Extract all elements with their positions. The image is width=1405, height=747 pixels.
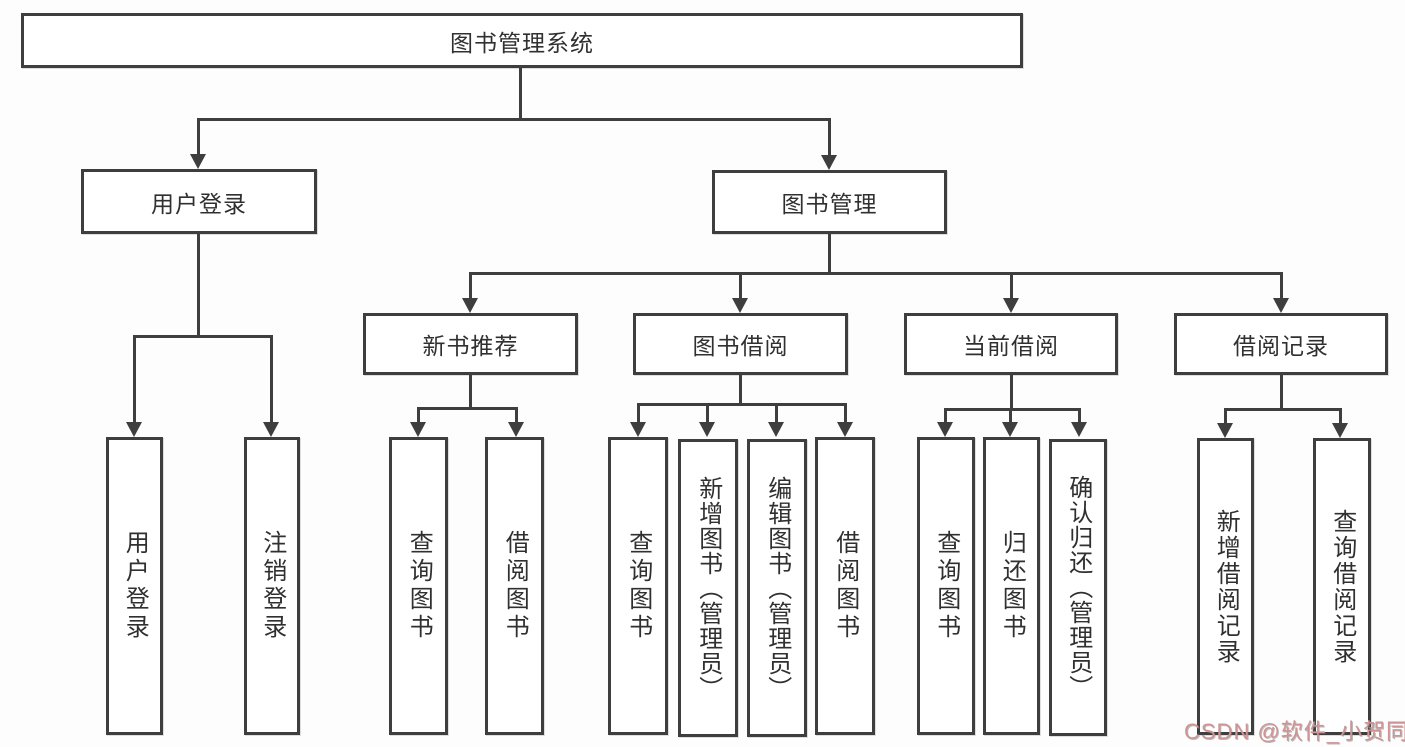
connector-bookmgmt-drop-2 <box>739 272 742 299</box>
connector-current-drop-1 <box>944 408 947 423</box>
connector-borrowing-bar <box>637 403 847 406</box>
arrow-down-icon <box>837 422 853 437</box>
leaf-query-book-current: 查询图书 <box>917 437 975 735</box>
node-label: 当前借阅 <box>963 333 1059 359</box>
leaf-user-login: 用户登录 <box>106 437 163 735</box>
leaf-label: 查询图书 <box>624 530 652 642</box>
leaf-label: 新增借阅记录 <box>1212 508 1240 665</box>
node-label: 图书管理 <box>781 191 878 217</box>
arrow-down-icon <box>1273 298 1289 313</box>
node-label: 图书借阅 <box>692 333 789 359</box>
arrow-down-icon <box>126 422 142 437</box>
node-label: 用户登录 <box>151 190 247 217</box>
leaf-query-borrow-record: 查询借阅记录 <box>1313 438 1371 735</box>
leaf-logout: 注销登录 <box>244 437 300 735</box>
leaf-label: 注销登录 <box>258 530 286 642</box>
node-new-book-recommend: 新书推荐 <box>363 313 578 375</box>
connector-bookmgmt-bar <box>469 272 1283 275</box>
node-label: 新书推荐 <box>422 333 519 359</box>
connector-bookmgmt-drop-3 <box>1010 272 1013 299</box>
leaf-label: 编辑图书（管理员） <box>763 475 791 701</box>
node-label: 图书管理系统 <box>450 29 594 56</box>
arrow-down-icon <box>732 298 748 313</box>
arrow-down-icon <box>768 422 784 437</box>
node-label: 借阅记录 <box>1233 333 1329 359</box>
connector-borrowing-drop-3 <box>775 403 778 423</box>
arrow-down-icon <box>1217 423 1233 438</box>
arrow-down-icon <box>190 154 206 169</box>
connector-newbook-stem <box>469 375 472 407</box>
arrow-down-icon <box>937 422 953 437</box>
connector-current-bar <box>944 408 1081 411</box>
arrow-down-icon <box>1071 422 1087 437</box>
connector-records-drop-2 <box>1339 408 1342 424</box>
arrow-down-icon <box>630 422 646 437</box>
leaf-borrow-book-recommend: 借阅图书 <box>485 437 544 735</box>
arrow-down-icon <box>699 422 715 437</box>
leaf-label: 归还图书 <box>998 530 1026 642</box>
node-borrowing-records: 借阅记录 <box>1174 313 1388 375</box>
connector-borrowing-drop-4 <box>844 403 847 423</box>
arrow-down-icon <box>821 155 837 170</box>
connector-records-stem <box>1280 375 1283 408</box>
arrow-down-icon <box>263 422 279 437</box>
arrow-down-icon <box>508 422 524 437</box>
csdn-watermark: CSDN @软件_小贺同学 <box>1184 719 1405 744</box>
leaf-query-book-borrowing: 查询图书 <box>608 437 668 735</box>
connector-userlogin-stem <box>197 234 200 335</box>
connector-borrowing-drop-2 <box>706 403 709 423</box>
connector-root-left-drop <box>197 118 200 155</box>
node-book-management: 图书管理 <box>712 170 947 234</box>
leaf-confirm-return-admin: 确认归还（管理员） <box>1049 439 1107 736</box>
connector-userlogin-bar <box>133 335 273 338</box>
arrow-down-icon <box>1332 423 1348 438</box>
node-user-login: 用户登录 <box>81 169 317 234</box>
leaf-edit-book-admin: 编辑图书（管理员） <box>747 439 807 737</box>
connector-newbook-bar <box>417 407 518 410</box>
node-book-borrowing: 图书借阅 <box>633 313 848 375</box>
connector-current-drop-3 <box>1078 408 1081 423</box>
arrow-down-icon <box>410 422 426 437</box>
leaf-return-book: 归还图书 <box>983 437 1040 735</box>
connector-bookmgmt-stem <box>828 234 831 272</box>
connector-current-stem <box>1010 375 1013 408</box>
connector-records-bar <box>1224 408 1342 411</box>
arrow-down-icon <box>1002 422 1018 437</box>
connector-bookmgmt-drop-1 <box>469 272 472 299</box>
leaf-borrow-book-borrowing: 借阅图书 <box>815 437 875 735</box>
leaf-label: 查询图书 <box>405 530 433 642</box>
connector-borrowing-drop-1 <box>637 403 640 423</box>
leaf-label: 查询借阅记录 <box>1328 508 1356 665</box>
leaf-query-book-recommend: 查询图书 <box>389 437 448 735</box>
connector-root-right-drop <box>828 118 831 155</box>
connector-userlogin-right-drop <box>270 335 273 423</box>
connector-userlogin-left-drop <box>133 335 136 423</box>
arrow-down-icon <box>1003 298 1019 313</box>
connector-current-drop-2 <box>1009 408 1012 423</box>
leaf-label: 确认归还（管理员） <box>1064 475 1092 700</box>
connector-bookmgmt-drop-4 <box>1280 272 1283 299</box>
leaf-label: 借阅图书 <box>831 530 859 642</box>
connector-root-bar <box>197 118 830 121</box>
connector-newbook-drop-1 <box>417 407 420 423</box>
connector-records-drop-1 <box>1224 408 1227 424</box>
connector-newbook-drop-2 <box>515 407 518 423</box>
leaf-label: 用户登录 <box>121 530 149 642</box>
leaf-label: 查询图书 <box>932 530 960 642</box>
leaf-label: 借阅图书 <box>501 530 529 642</box>
connector-borrowing-stem <box>739 375 742 403</box>
connector-root-stem <box>519 68 522 118</box>
leaf-add-book-admin: 新增图书（管理员） <box>678 439 738 737</box>
leaf-label: 新增图书（管理员） <box>694 475 722 701</box>
node-library-management-system: 图书管理系统 <box>21 13 1023 68</box>
node-current-borrowing: 当前借阅 <box>904 313 1118 375</box>
leaf-add-borrow-record: 新增借阅记录 <box>1197 438 1254 735</box>
arrow-down-icon <box>462 298 478 313</box>
